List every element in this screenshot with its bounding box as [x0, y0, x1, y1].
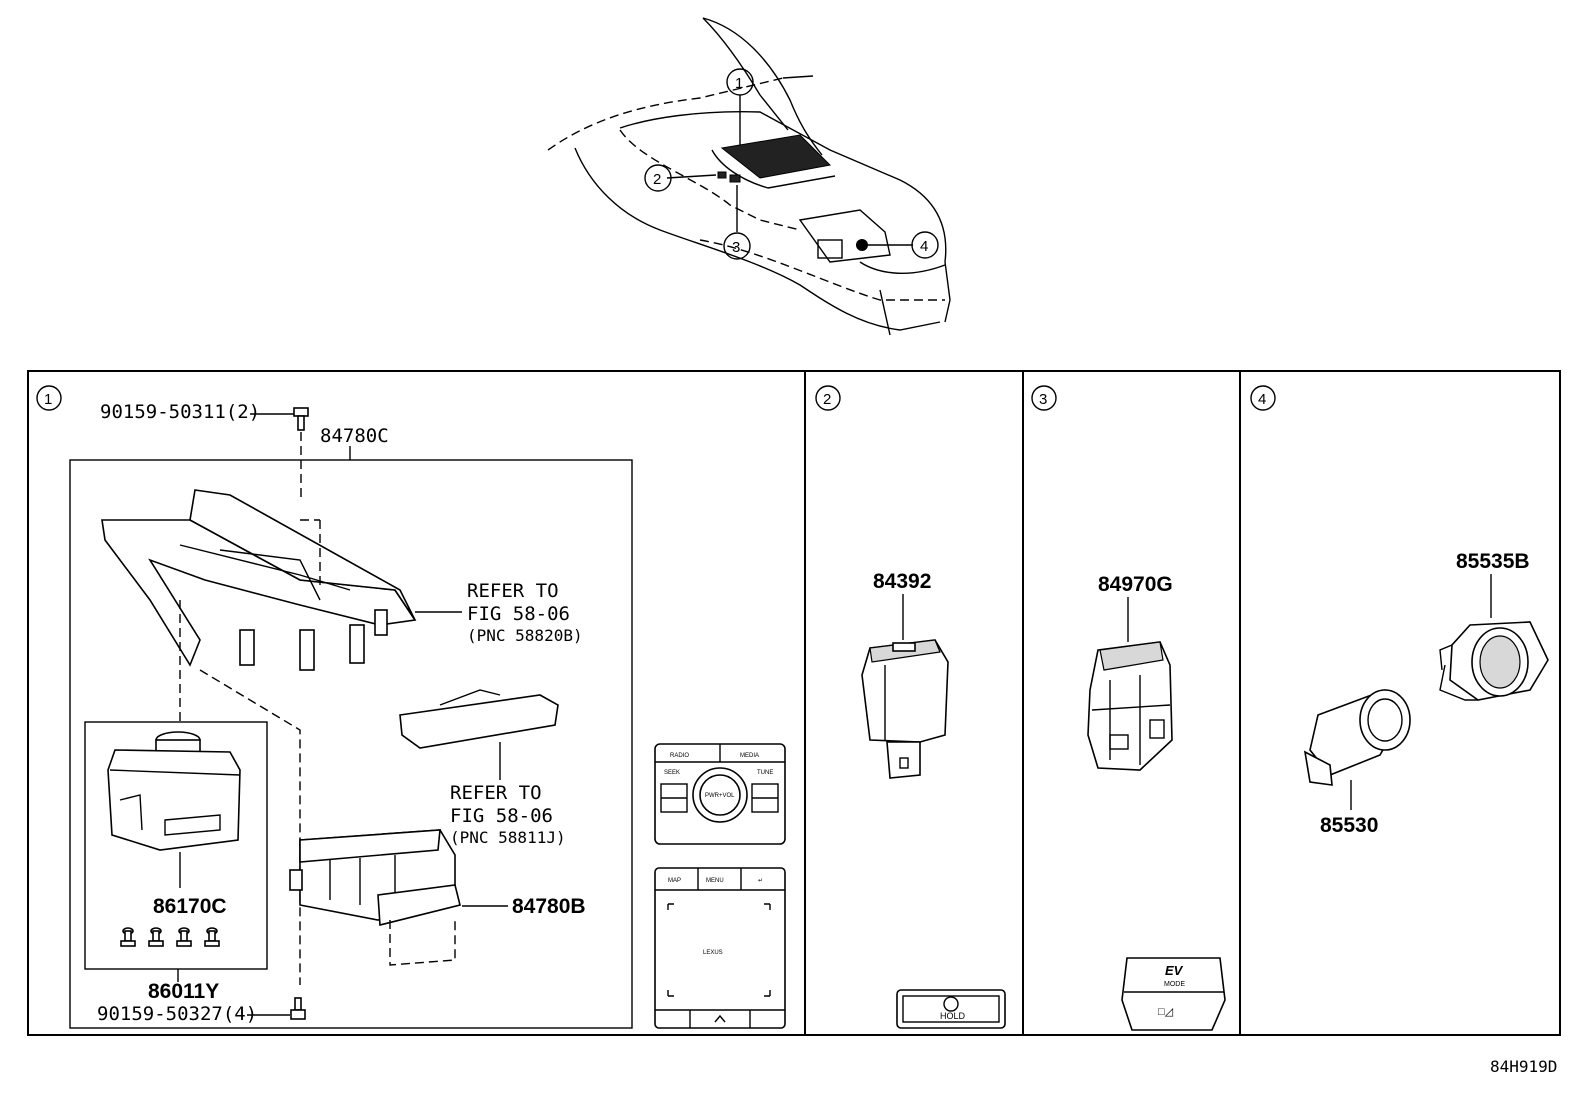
- refer-2-line-2: FIG 58-06: [450, 805, 553, 827]
- ev-secondary-icon: □◿: [1158, 1006, 1174, 1018]
- hold-label: HOLD: [940, 1011, 966, 1021]
- label-84392: 84392: [873, 570, 931, 593]
- knob-subbox: [84, 721, 268, 970]
- panel-seek-label: SEEK: [664, 770, 680, 776]
- refer-1-line-3: (PNC 58820B): [467, 626, 583, 645]
- trim-strip-part: [399, 689, 559, 749]
- callout-3: [723, 232, 751, 260]
- label-85535B: 85535B: [1456, 550, 1530, 573]
- panel-radio-label: RADIO: [670, 753, 689, 759]
- callout-3-label: 3: [732, 239, 740, 256]
- callout-4-label: 4: [920, 238, 928, 255]
- refer-1-line-1: REFER TO: [467, 580, 559, 602]
- label-85530: 85530: [1320, 814, 1378, 837]
- panel-tune-label: TUNE: [757, 770, 773, 776]
- panel-menu-label: MENU: [706, 878, 724, 884]
- ev-mode-switch: EV MODE □◿: [1121, 957, 1226, 1031]
- hold-switch: HOLD: [896, 989, 1006, 1029]
- label-90159-50327: 90159-50327(4): [97, 1003, 257, 1025]
- panel-map-label: MAP: [668, 878, 681, 884]
- section-2-marker: [815, 385, 841, 411]
- console-bezel-part: [101, 489, 417, 671]
- section-2-marker-label: 2: [823, 391, 831, 408]
- section-3-marker: [1031, 385, 1057, 411]
- console-overview: 1 2 3 4: [547, 17, 951, 336]
- label-84780C: 84780C: [320, 425, 389, 447]
- assembly-box: [69, 459, 633, 1029]
- mode-label: MODE: [1164, 981, 1185, 988]
- section-1-marker-label: 1: [44, 391, 52, 408]
- panel-brand-label: LEXUS: [703, 950, 723, 956]
- panel-media-label: MEDIA: [740, 753, 759, 759]
- callout-2-label: 2: [653, 171, 661, 188]
- switch-84392-part: [861, 639, 949, 779]
- power-outlet-85535B-part: [1439, 621, 1549, 701]
- label-84970G: 84970G: [1098, 573, 1173, 596]
- panel-back-icon: ↵: [758, 878, 763, 884]
- callout-2: [644, 164, 672, 192]
- refer-1-line-2: FIG 58-06: [467, 603, 570, 625]
- section-3: 3 84970G EV MODE □◿: [1031, 385, 1226, 1031]
- knob-controller-part: [107, 731, 241, 851]
- section-4: 4 85535B 85530: [1250, 385, 1549, 837]
- touchpad-panel: MAP MENU ↵ LEXUS: [654, 867, 786, 1029]
- callout-1: [726, 68, 754, 96]
- callout-1-label: 1: [735, 75, 743, 92]
- screw-icons: [120, 927, 220, 947]
- parts-frame: [27, 370, 1561, 1036]
- section-2: 2 84392 HOLD: [815, 385, 1006, 1029]
- label-84780B: 84780B: [512, 895, 586, 918]
- section-4-marker: [1250, 385, 1276, 411]
- refer-2-line-1: REFER TO: [450, 782, 542, 804]
- power-outlet-85530-part: [1303, 688, 1411, 786]
- section-4-marker-label: 4: [1258, 391, 1266, 408]
- ev-label: EV: [1165, 963, 1184, 978]
- section-1: 1 90159-50311(2) 84780C REFER TO F: [36, 385, 786, 1029]
- section-1-marker: [36, 385, 62, 411]
- callout-4: [911, 231, 939, 259]
- switch-assembly-part: [289, 829, 461, 966]
- diagram-code: 84H919D: [1490, 1057, 1557, 1076]
- refer-2-line-3: (PNC 58811J): [450, 828, 566, 847]
- panel-pwr-label: PWR+VOL: [705, 793, 735, 799]
- audio-control-panel: RADIO MEDIA SEEK TUNE PWR+VOL: [654, 743, 786, 845]
- label-86011Y: 86011Y: [148, 980, 219, 1003]
- label-86170C: 86170C: [153, 895, 227, 918]
- bolt-bottom-icon: [290, 997, 306, 1020]
- section-3-marker-label: 3: [1039, 391, 1047, 408]
- bolt-top-icon: [293, 407, 309, 431]
- label-90159-50311: 90159-50311(2): [100, 401, 260, 423]
- switch-84970G-part: [1087, 641, 1173, 771]
